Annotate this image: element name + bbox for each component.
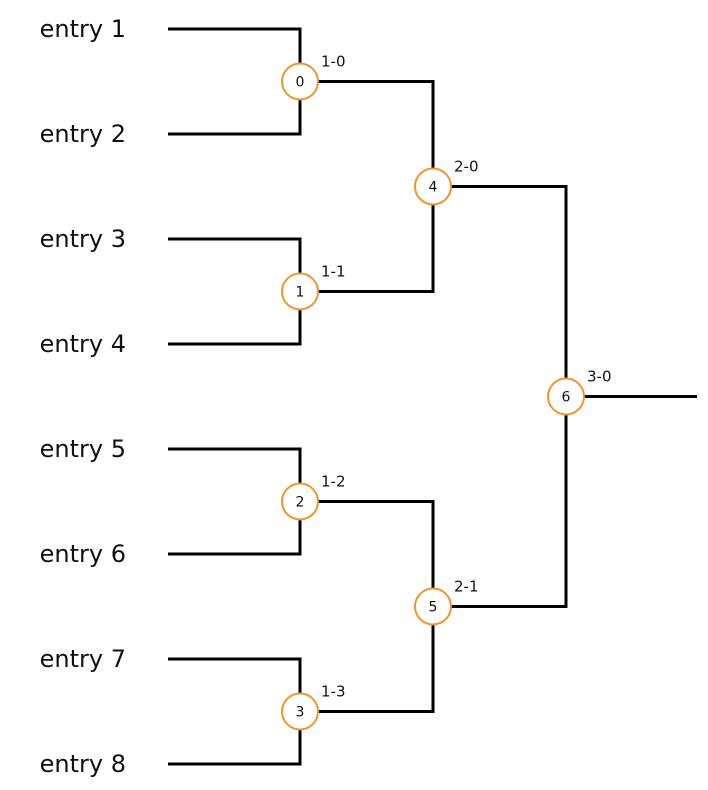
connector-line (168, 447, 302, 502)
match-node-id: 1 (296, 285, 305, 301)
match-node-circle (281, 62, 319, 101)
entry-label-6: entry 6 (40, 540, 126, 568)
match-node-id: 0 (296, 75, 305, 91)
match-round-label: 2-1 (454, 578, 479, 596)
match-node-6: 6 3-0 (547, 368, 612, 416)
match-node-id: 6 (562, 390, 571, 406)
match-node-1: 1 1-1 (281, 263, 346, 311)
match-node-circle (547, 377, 585, 416)
entry-label-4: entry 4 (40, 330, 126, 358)
match-node-id: 3 (296, 705, 305, 721)
connector-line (433, 185, 568, 397)
match-round-label: 1-0 (321, 53, 346, 71)
connector-line (433, 396, 568, 608)
match-node-circle (414, 587, 452, 626)
entry-list: entry 1 entry 2 entry 3 entry 4 entry 5 … (40, 15, 126, 778)
match-node-2: 2 1-2 (281, 473, 346, 521)
match-node-id: 4 (429, 180, 438, 196)
bracket-connectors (168, 27, 697, 766)
match-round-label: 2-0 (454, 158, 479, 176)
entry-label-1: entry 1 (40, 15, 126, 43)
connector-line (300, 606, 435, 713)
entry-label-8: entry 8 (40, 750, 126, 778)
match-node-id: 5 (429, 600, 438, 616)
connector-line (168, 27, 302, 82)
match-round-label: 3-0 (587, 368, 612, 386)
match-node-circle (281, 482, 319, 521)
connector-line (168, 81, 302, 136)
match-node-id: 2 (296, 495, 305, 511)
connector-line (168, 657, 302, 712)
entry-label-3: entry 3 (40, 225, 126, 253)
connector-line (168, 291, 302, 346)
match-round-label: 1-2 (321, 473, 346, 491)
connector-line (168, 501, 302, 556)
match-node-0: 0 1-0 (281, 53, 346, 101)
match-node-circle (281, 272, 319, 311)
match-node-circle (414, 167, 452, 206)
match-node-5: 5 2-1 (414, 578, 479, 626)
match-round-label: 1-1 (321, 263, 346, 281)
match-round-label: 1-3 (321, 683, 346, 701)
entry-label-2: entry 2 (40, 120, 126, 148)
entry-label-5: entry 5 (40, 435, 126, 463)
connector-line (168, 711, 302, 766)
match-node-4: 4 2-0 (414, 158, 479, 206)
connector-line (300, 80, 435, 187)
match-nodes: 0 1-0 1 1-1 2 1-2 3 1-3 4 2-0 5 2-1 (281, 53, 612, 731)
entry-label-7: entry 7 (40, 645, 126, 673)
connector-line (300, 186, 435, 293)
connector-line (300, 500, 435, 607)
connector-line (168, 237, 302, 292)
match-node-3: 3 1-3 (281, 683, 346, 731)
match-node-circle (281, 692, 319, 731)
